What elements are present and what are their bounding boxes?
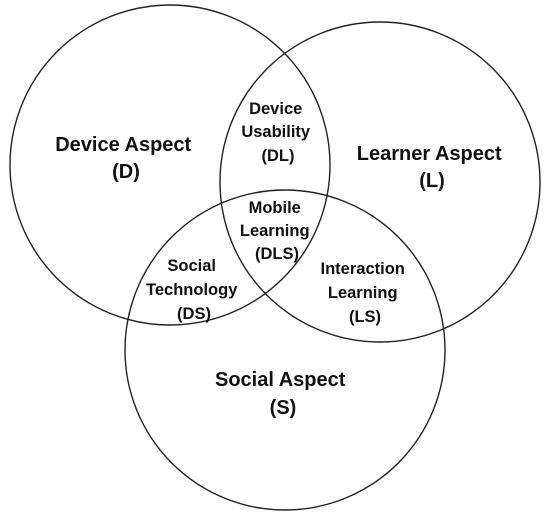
label-interaction-learning: Interaction Learning (LS) [321, 260, 410, 326]
circle-learner-aspect [219, 21, 541, 343]
label-social-technology: Social Technology (DS) [146, 257, 242, 323]
circle-social-aspect [124, 189, 446, 511]
label-device-usability: Device Usability (DL) [241, 100, 314, 165]
circle-device-aspect [9, 4, 331, 326]
label-mobile-learning: Mobile Learning (DLS) [240, 199, 314, 263]
label-learner-aspect: Learner Aspect (L) [357, 143, 507, 192]
label-device-aspect: Device Aspect (D) [55, 134, 197, 183]
label-social-aspect: Social Aspect (S) [215, 369, 351, 419]
